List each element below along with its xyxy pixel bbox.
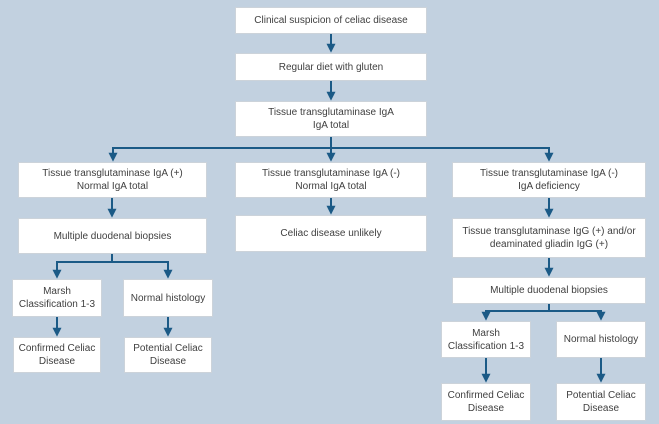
connector-three-way-split xyxy=(108,137,554,162)
node-confirmed-celiac-right: Confirmed Celiac Disease xyxy=(441,383,531,421)
node-ttg-iga-total: Tissue transglutaminase IgA IgA total xyxy=(235,101,427,137)
node-potential-celiac-right: Potential Celiac Disease xyxy=(556,383,646,421)
node-ttg-iga-negative-normal: Tissue transglutaminase IgA (-) Normal I… xyxy=(235,162,427,198)
node-marsh-classification-right: Marsh Classification 1-3 xyxy=(441,321,531,358)
node-biopsies-left: Multiple duodenal biopsies xyxy=(18,218,207,254)
node-marsh-classification-left: Marsh Classification 1-3 xyxy=(12,279,102,317)
node-potential-celiac-left: Potential Celiac Disease xyxy=(124,337,212,373)
node-celiac-unlikely: Celiac disease unlikely xyxy=(235,215,427,252)
node-clinical-suspicion: Clinical suspicion of celiac disease xyxy=(235,7,427,34)
node-ttg-igg-positive: Tissue transglutaminase IgG (+) and/or d… xyxy=(452,218,646,258)
connector-right-split xyxy=(481,304,606,383)
node-confirmed-celiac-left: Confirmed Celiac Disease xyxy=(13,337,101,373)
node-normal-histology-right: Normal histology xyxy=(556,321,646,358)
node-regular-diet: Regular diet with gluten xyxy=(235,53,427,81)
node-ttg-iga-positive: Tissue transglutaminase IgA (+) Normal I… xyxy=(18,162,207,198)
connector-branch-mids xyxy=(107,198,554,277)
node-normal-histology-left: Normal histology xyxy=(123,279,213,317)
node-biopsies-right: Multiple duodenal biopsies xyxy=(452,277,646,304)
connector-left-split xyxy=(52,254,173,337)
node-ttg-iga-negative-deficiency: Tissue transglutaminase IgA (-) IgA defi… xyxy=(452,162,646,198)
